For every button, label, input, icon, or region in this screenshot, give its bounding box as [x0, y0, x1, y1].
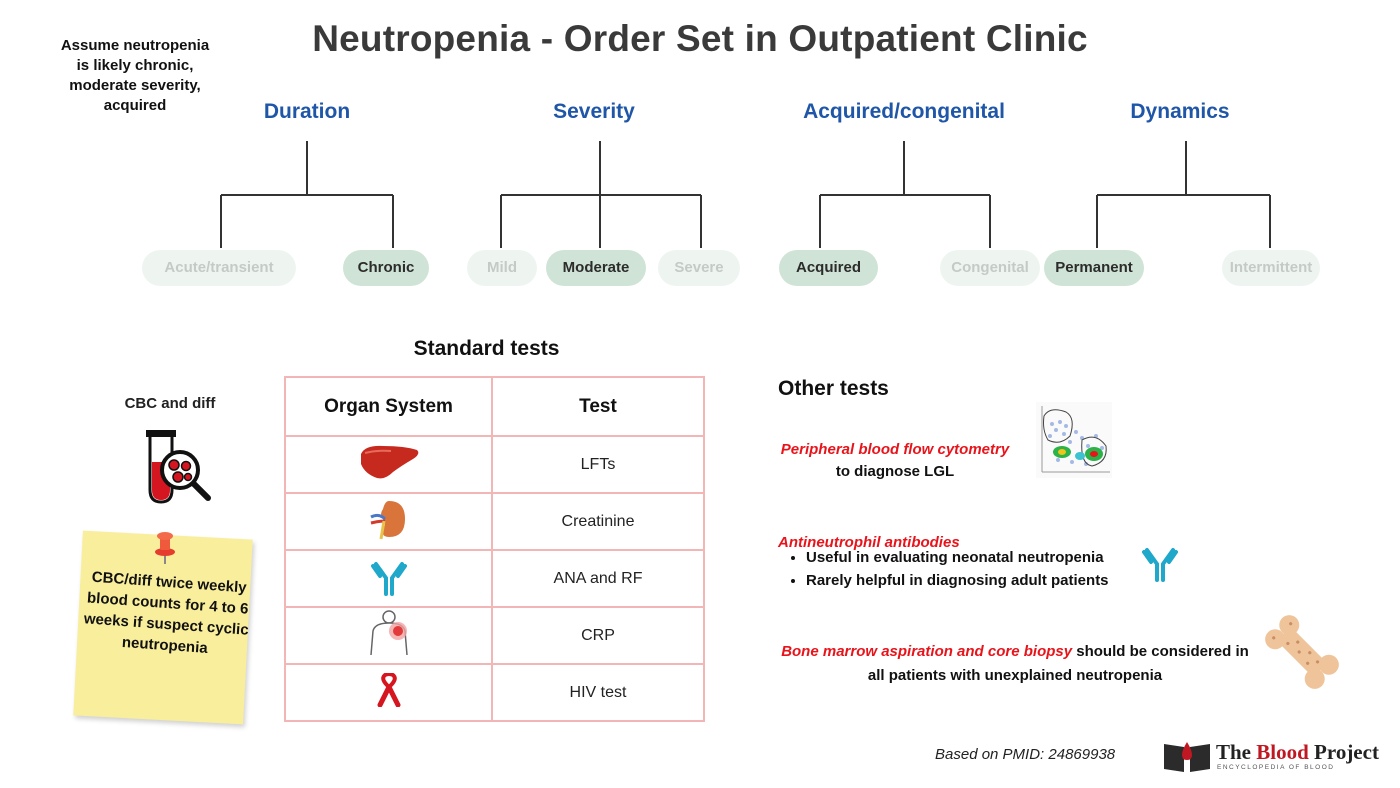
category-acquired-congenital: Acquired/congenital	[803, 100, 1005, 123]
liver-icon	[360, 445, 418, 479]
table-header-row: Organ System Test	[284, 376, 705, 437]
kidney-icon	[369, 501, 405, 540]
flow-cytometry-title: Peripheral blood flow cytometry	[780, 441, 1010, 458]
bone-marrow-desc-1: should be considered in	[1072, 643, 1249, 660]
category-severity: Severity	[553, 100, 635, 123]
test-creatinine: Creatinine	[491, 492, 705, 551]
antibody-icon	[1142, 548, 1178, 582]
column-header-organ: Organ System	[284, 376, 493, 437]
inflamed-shoulder-icon	[369, 610, 408, 656]
table-row: CRP	[284, 606, 705, 665]
option-mild: Mild	[467, 250, 537, 286]
table-row: Creatinine	[284, 492, 705, 551]
option-permanent: Permanent	[1044, 250, 1144, 286]
option-acute-transient: Acute/transient	[142, 250, 296, 286]
page-title: Neutropenia - Order Set in Outpatient Cl…	[312, 18, 1088, 59]
flow-cytometry-plot-icon	[1036, 402, 1112, 478]
list-item: Useful in evaluating neonatal neutropeni…	[806, 546, 1109, 569]
sticky-note-text: CBC/diff twice weekly blood counts for 4…	[83, 568, 250, 657]
source-citation: Based on PMID: 24869938	[935, 746, 1116, 763]
bone-marrow-desc-2: all patients with unexplained neutropeni…	[867, 667, 1163, 684]
option-severe: Severe	[658, 250, 740, 286]
tree-connectors	[220, 141, 1271, 248]
test-hiv: HIV test	[491, 663, 705, 722]
standard-tests-heading: Standard tests	[413, 337, 560, 360]
standard-tests-table: Organ System Test LFTs Creatinine	[284, 376, 705, 722]
push-pin-icon	[155, 532, 175, 564]
bone-marrow-title: Bone marrow aspiration and core biopsy	[781, 643, 1073, 660]
bone-icon	[1265, 615, 1339, 689]
bone-marrow-block: Bone marrow aspiration and core biopsy s…	[770, 640, 1260, 688]
test-crp: CRP	[491, 606, 705, 665]
list-item: Rarely helpful in diagnosing adult patie…	[806, 569, 1109, 592]
column-header-test: Test	[491, 376, 705, 437]
assumption-text: Assume neutropenia is likely chronic, mo…	[60, 37, 210, 114]
other-tests-heading: Other tests	[778, 377, 889, 400]
test-tube-magnifier-icon	[146, 430, 211, 504]
table-row: HIV test	[284, 663, 705, 722]
brand-subtitle: ENCYCLOPEDIA OF BLOOD	[1217, 764, 1335, 771]
cbc-label: CBC and diff	[124, 395, 216, 412]
antibodies-title: Antineutrophil antibodies	[778, 534, 960, 551]
category-duration: Duration	[263, 100, 351, 123]
table-row: ANA and RF	[284, 549, 705, 608]
antibody-icon	[370, 562, 407, 596]
option-congenital: Congenital	[940, 250, 1040, 286]
brand-project: Project	[1308, 740, 1379, 764]
brand-logo-text: The Blood Project	[1216, 740, 1379, 765]
test-lfts: LFTs	[491, 435, 705, 494]
option-acquired: Acquired	[779, 250, 878, 286]
category-dynamics: Dynamics	[1130, 100, 1230, 123]
flow-cytometry-desc: to diagnose LGL	[835, 463, 955, 480]
option-intermittent: Intermittent	[1222, 250, 1320, 286]
antibodies-bullets: Useful in evaluating neonatal neutropeni…	[786, 546, 1109, 592]
flow-cytometry-block: Peripheral blood flow cytometry to diagn…	[770, 439, 1020, 483]
test-ana-rf: ANA and RF	[491, 549, 705, 608]
table-row: LFTs	[284, 435, 705, 494]
brand-the: The	[1216, 740, 1257, 764]
option-moderate: Moderate	[546, 250, 646, 286]
option-chronic: Chronic	[343, 250, 429, 286]
brand-blood: Blood	[1256, 740, 1309, 764]
book-blood-drop-logo-icon	[1164, 742, 1210, 772]
red-ribbon-icon	[377, 672, 400, 708]
